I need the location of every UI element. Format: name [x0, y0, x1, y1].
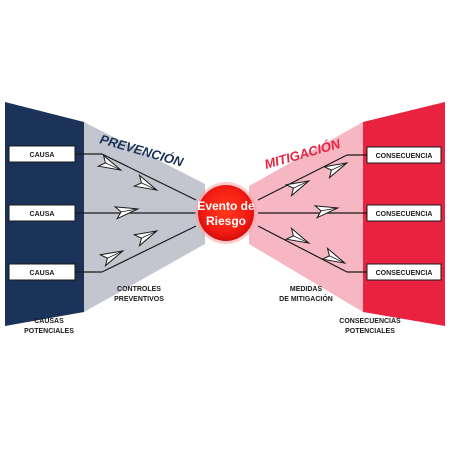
- consequence-box-label: CONSECUENCIA: [376, 153, 433, 160]
- measures-label-line-2: DE MITIGACIÓN: [279, 294, 333, 303]
- consequence-box: CONSECUENCIA: [366, 146, 442, 164]
- paper-plane-icon: [313, 205, 340, 219]
- consequences-label-line-1: CONSECUENCIAS: [339, 318, 401, 325]
- cause-box-label: CAUSA: [30, 211, 55, 218]
- paper-plane-icon: [320, 246, 347, 264]
- paper-plane-icon: [284, 226, 311, 244]
- cause-box: CAUSA: [8, 145, 76, 163]
- prevention-grey-band: [84, 122, 205, 312]
- prevention-barriers: [96, 153, 159, 268]
- cause-boxes: CAUSA CAUSA CAUSA: [8, 145, 76, 281]
- mitigation-connectors: [257, 154, 367, 273]
- mitigation-barriers: [284, 162, 349, 264]
- paper-plane-icon: [98, 250, 125, 268]
- paper-plane-icon: [284, 180, 311, 198]
- paper-plane-icon: [132, 230, 159, 248]
- prevention-connectors: [74, 153, 197, 273]
- cause-box-label: CAUSA: [30, 152, 55, 159]
- causes-label-line-2: POTENCIALES: [24, 328, 74, 335]
- risk-event-line-2: Riesgo: [206, 214, 246, 228]
- cause-box: CAUSA: [8, 204, 76, 222]
- cause-box-label: CAUSA: [30, 270, 55, 277]
- paper-plane-icon: [113, 206, 140, 220]
- consequence-box: CONSECUENCIA: [366, 204, 442, 222]
- risk-event: Evento de Riesgo: [195, 182, 257, 244]
- measures-label-line-1: MEDIDAS: [290, 286, 323, 293]
- risk-event-line-1: Evento de: [197, 199, 255, 213]
- controls-label-line-1: CONTROLES: [117, 286, 161, 293]
- consequences-label-line-2: POTENCIALES: [345, 328, 395, 335]
- causes-label-line-1: CAUSAS: [34, 318, 64, 325]
- consequence-box-label: CONSECUENCIA: [376, 211, 433, 218]
- paper-plane-icon: [132, 173, 159, 191]
- consequence-box: CONSECUENCIA: [366, 263, 442, 281]
- consequence-boxes: CONSECUENCIA CONSECUENCIA CONSECUENCIA: [366, 146, 442, 281]
- cause-box: CAUSA: [8, 263, 76, 281]
- paper-plane-icon: [322, 162, 349, 180]
- controls-label-line-2: PREVENTIVOS: [114, 296, 164, 303]
- paper-plane-icon: [96, 153, 123, 171]
- consequence-box-label: CONSECUENCIA: [376, 270, 433, 277]
